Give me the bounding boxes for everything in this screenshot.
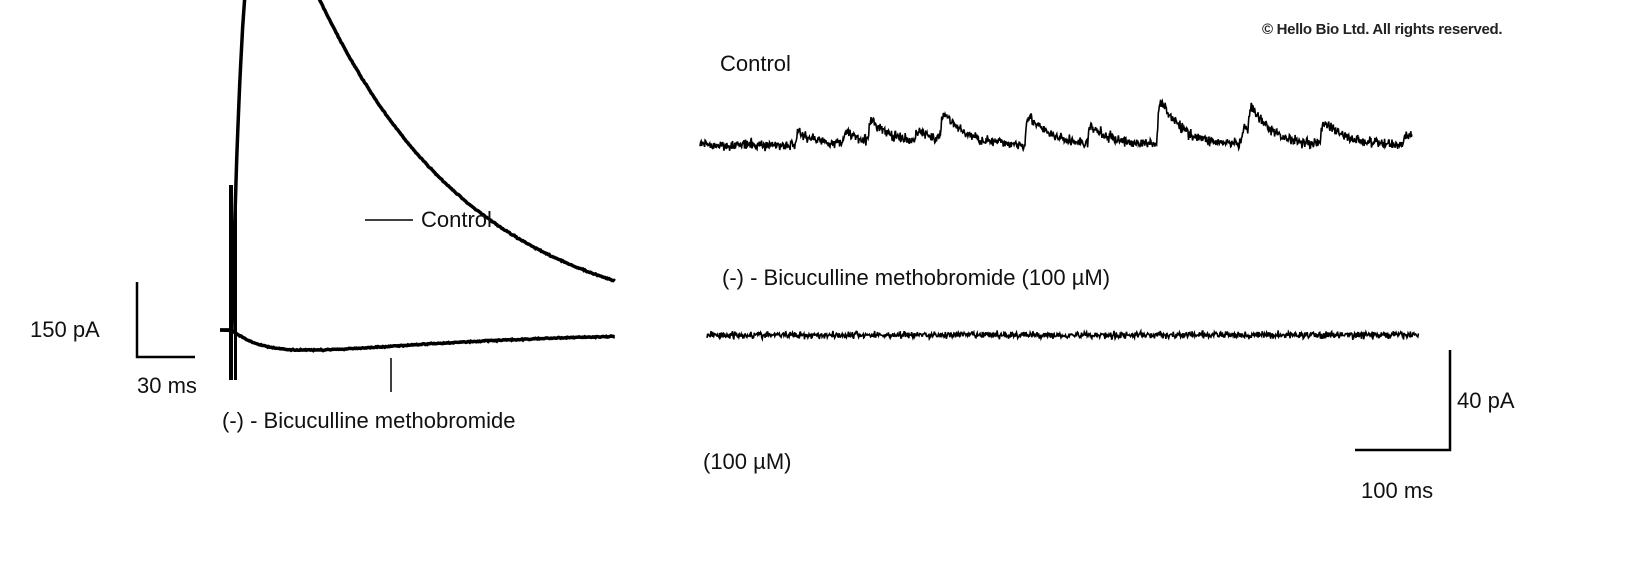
stimulus-artifact bbox=[234, 200, 237, 380]
right-trace-bicuculline bbox=[706, 328, 1420, 343]
right-drug-conc-label: (100 µM) bbox=[703, 449, 792, 474]
copyright-notice: © Hello Bio Ltd. All rights reserved. bbox=[1262, 21, 1503, 38]
right-scale-y-label: 40 pA bbox=[1457, 388, 1515, 413]
left-scale-x-label: 30 ms bbox=[137, 373, 197, 398]
stimulus-artifact bbox=[229, 185, 233, 380]
left-drug-label: (-) - Bicuculline methobromide bbox=[222, 408, 516, 433]
right-scale-bar bbox=[1355, 350, 1452, 452]
left-trace-bicuculline bbox=[219, 328, 615, 353]
right-drug-label: (-) - Bicuculline methobromide (100 µM) bbox=[722, 265, 1111, 290]
left-scale-y-label: 150 pA bbox=[30, 317, 100, 342]
left-scale-bar bbox=[135, 282, 195, 359]
left-control-label: Control bbox=[421, 207, 492, 232]
right-scale-x-label: 100 ms bbox=[1361, 478, 1434, 503]
left-trace-control bbox=[219, 0, 616, 332]
right-trace-control bbox=[699, 98, 1413, 153]
right-control-label: Control bbox=[720, 51, 791, 76]
